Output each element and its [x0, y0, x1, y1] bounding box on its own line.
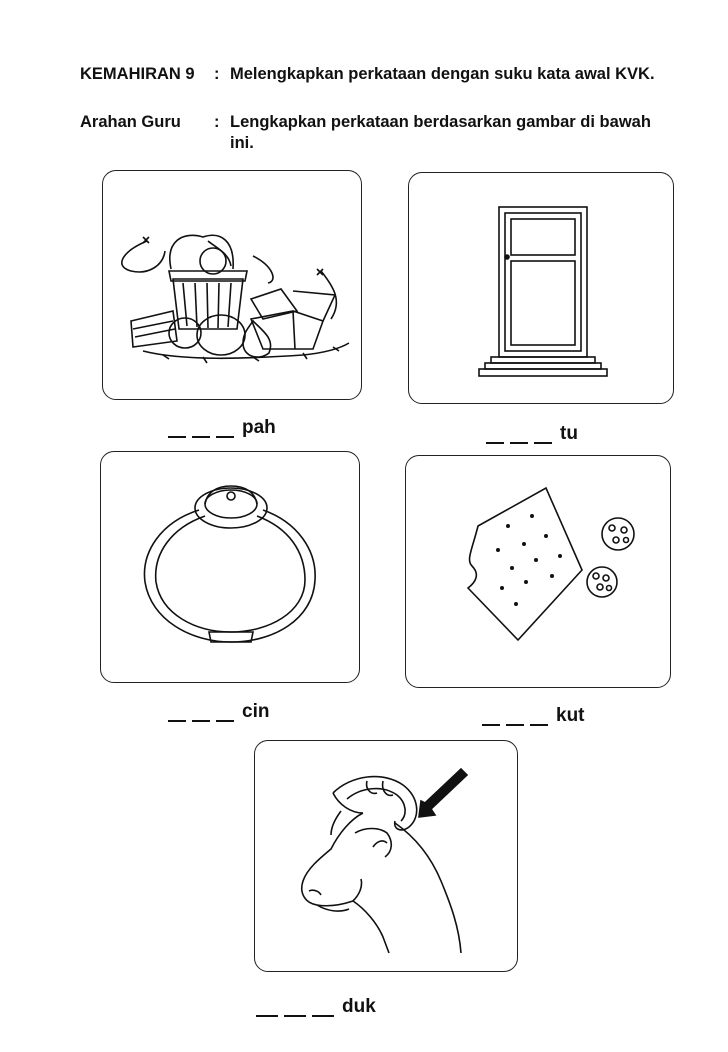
blank-input-2a[interactable]: [486, 441, 504, 444]
skill-label: KEMAHIRAN 9: [80, 65, 195, 83]
blank-input-3b[interactable]: [192, 719, 210, 722]
door-illustration: [478, 206, 608, 377]
blank-input-5b[interactable]: [284, 1014, 306, 1017]
blank-input-3c[interactable]: [216, 719, 234, 722]
blank-input-5c[interactable]: [312, 1014, 334, 1017]
blank-input-2c[interactable]: [534, 441, 552, 444]
blank-input-1b[interactable]: [192, 435, 210, 438]
instruction-label: Arahan Guru: [80, 113, 181, 131]
blank-input-3a[interactable]: [168, 719, 186, 722]
instruction-text: Lengkapkan perkataan berdasarkan gambar …: [230, 113, 651, 152]
picture-card-goat: [254, 740, 518, 972]
answer-line-1: pah: [168, 418, 276, 438]
ring-illustration: [143, 485, 316, 643]
picture-card-door: [408, 172, 674, 404]
blank-input-4c[interactable]: [530, 723, 548, 726]
blank-input-4a[interactable]: [482, 723, 500, 726]
skill-colon: :: [214, 65, 220, 83]
picture-card-biscuit: [405, 455, 671, 688]
picture-card-rubbish: [102, 170, 362, 400]
blank-input-1c[interactable]: [216, 435, 234, 438]
answer-line-2: tu: [486, 424, 578, 444]
picture-card-ring: [100, 451, 360, 683]
suffix-5: duk: [342, 996, 376, 1017]
answer-line-5: duk: [256, 997, 376, 1017]
blank-input-1a[interactable]: [168, 435, 186, 438]
blank-input-2b[interactable]: [510, 441, 528, 444]
instruction-colon: :: [214, 113, 220, 131]
suffix-1: pah: [242, 417, 276, 438]
answer-line-3: cin: [168, 702, 269, 722]
suffix-4: kut: [556, 705, 585, 726]
biscuit-illustration: [466, 486, 635, 642]
goat-horn-illustration: [301, 767, 469, 954]
suffix-3: cin: [242, 701, 270, 722]
suffix-2: tu: [560, 423, 578, 444]
blank-input-5a[interactable]: [256, 1014, 278, 1017]
answer-line-4: kut: [482, 706, 585, 726]
skill-text: Melengkapkan perkataan dengan suku kata …: [230, 65, 655, 83]
rubbish-pile-illustration: [121, 234, 350, 364]
blank-input-4b[interactable]: [506, 723, 524, 726]
